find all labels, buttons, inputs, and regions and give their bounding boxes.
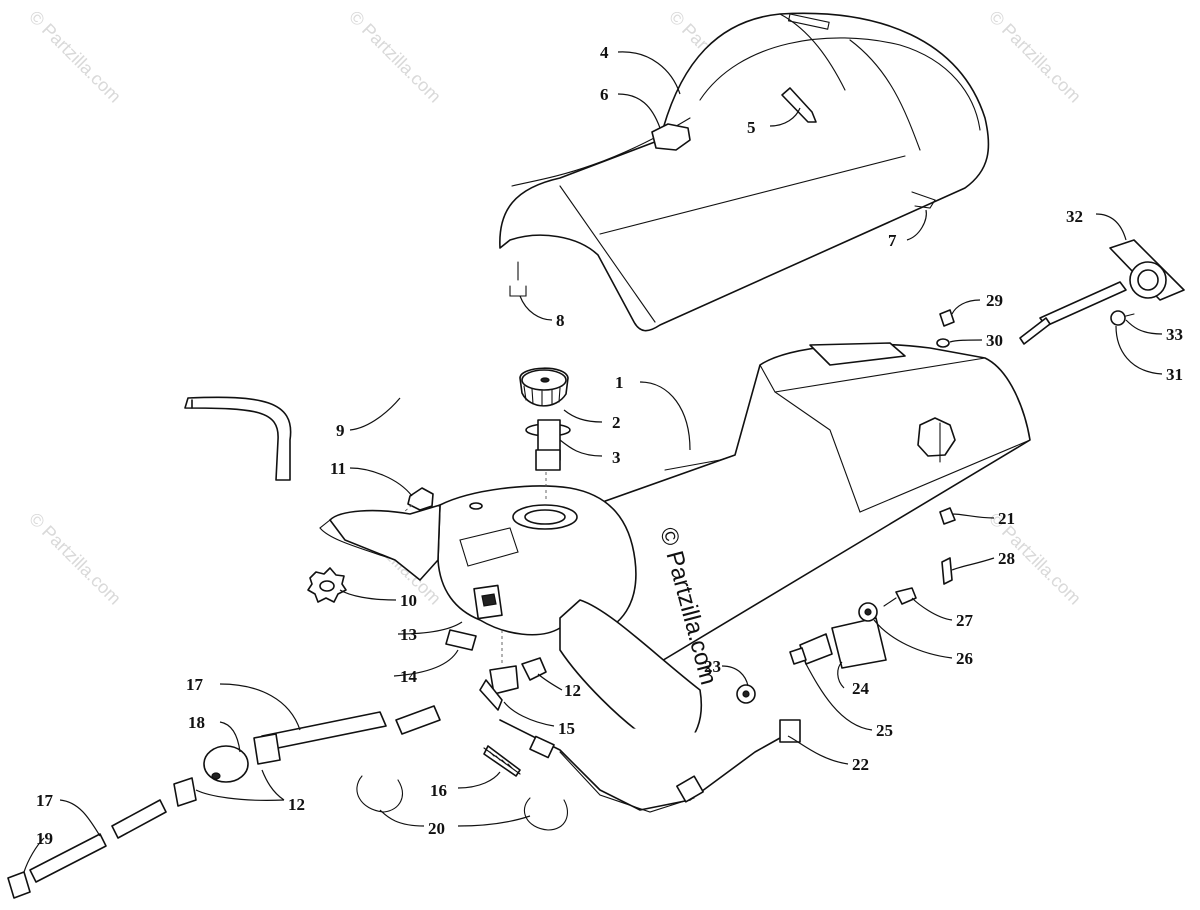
callout-7: 7: [888, 231, 897, 250]
vent-hose-part: [184, 396, 434, 513]
grommet-11: [407, 487, 434, 511]
hose-clamp-19: [7, 871, 31, 899]
base-tray-part: [579, 342, 1031, 669]
callout-6: 6: [600, 85, 609, 104]
seat-u-clip: [509, 285, 527, 297]
callout-20: 20: [428, 819, 445, 838]
callout-17a: 17: [186, 675, 204, 694]
callout-9: 9: [336, 421, 345, 440]
callout-13: 13: [400, 625, 417, 644]
callout-16: 16: [430, 781, 447, 800]
callout-28: 28: [998, 549, 1015, 568]
fuel-cap-part: [519, 367, 571, 500]
spring-part: [483, 747, 521, 775]
fuel-tank-part: [319, 485, 703, 749]
callouts: 1 2 3 4 5 6 7 8 9 10 11 12 12 13 14 15 1…: [36, 43, 1183, 848]
callout-8: 8: [556, 311, 565, 330]
callout-29: 29: [986, 291, 1003, 310]
callout-11: 11: [330, 459, 346, 478]
callout-30: 30: [986, 331, 1003, 350]
callout-19: 19: [36, 829, 53, 848]
callout-27: 27: [956, 611, 974, 630]
callout-14: 14: [400, 667, 418, 686]
bracket-part: [789, 507, 956, 669]
callout-31: 31: [1166, 365, 1183, 384]
callout-26: 26: [956, 649, 973, 668]
watermark-5: © Partzilla.com: [25, 509, 125, 609]
callout-15: 15: [558, 719, 575, 738]
choke-cable-part: [483, 719, 801, 813]
seat-hook: [911, 191, 936, 209]
callout-32: 32: [1066, 207, 1083, 226]
callout-23: 23: [704, 657, 721, 676]
callout-5: 5: [747, 118, 756, 137]
seat-strap: [781, 87, 817, 123]
watermark-4: © Partzilla.com: [985, 7, 1085, 107]
callout-17b: 17: [36, 791, 54, 810]
callout-21: 21: [998, 509, 1015, 528]
seat-patch: [651, 123, 691, 151]
callout-18: 18: [188, 713, 205, 732]
callout-2: 2: [612, 413, 621, 432]
cable-nut-part: [736, 684, 756, 704]
callout-3: 3: [612, 448, 621, 467]
fuel-valve-part: [445, 629, 547, 711]
callout-24: 24: [852, 679, 870, 698]
callout-33: 33: [1166, 325, 1183, 344]
callout-4: 4: [600, 43, 609, 62]
callout-12b: 12: [288, 795, 305, 814]
seat-part: [499, 12, 990, 332]
callout-1: 1: [615, 373, 624, 392]
callout-12a: 12: [564, 681, 581, 700]
spring-clip-part: [356, 775, 568, 831]
watermark-1: © Partzilla.com: [25, 7, 125, 107]
latch-part: [936, 239, 1185, 348]
watermark-2: © Partzilla.com: [345, 7, 445, 107]
callout-10: 10: [400, 591, 417, 610]
fuel-line-part: [7, 705, 441, 899]
callout-25: 25: [876, 721, 893, 740]
leader-lines: [23, 51, 1163, 873]
callout-22: 22: [852, 755, 869, 774]
star-washer: [307, 567, 347, 603]
